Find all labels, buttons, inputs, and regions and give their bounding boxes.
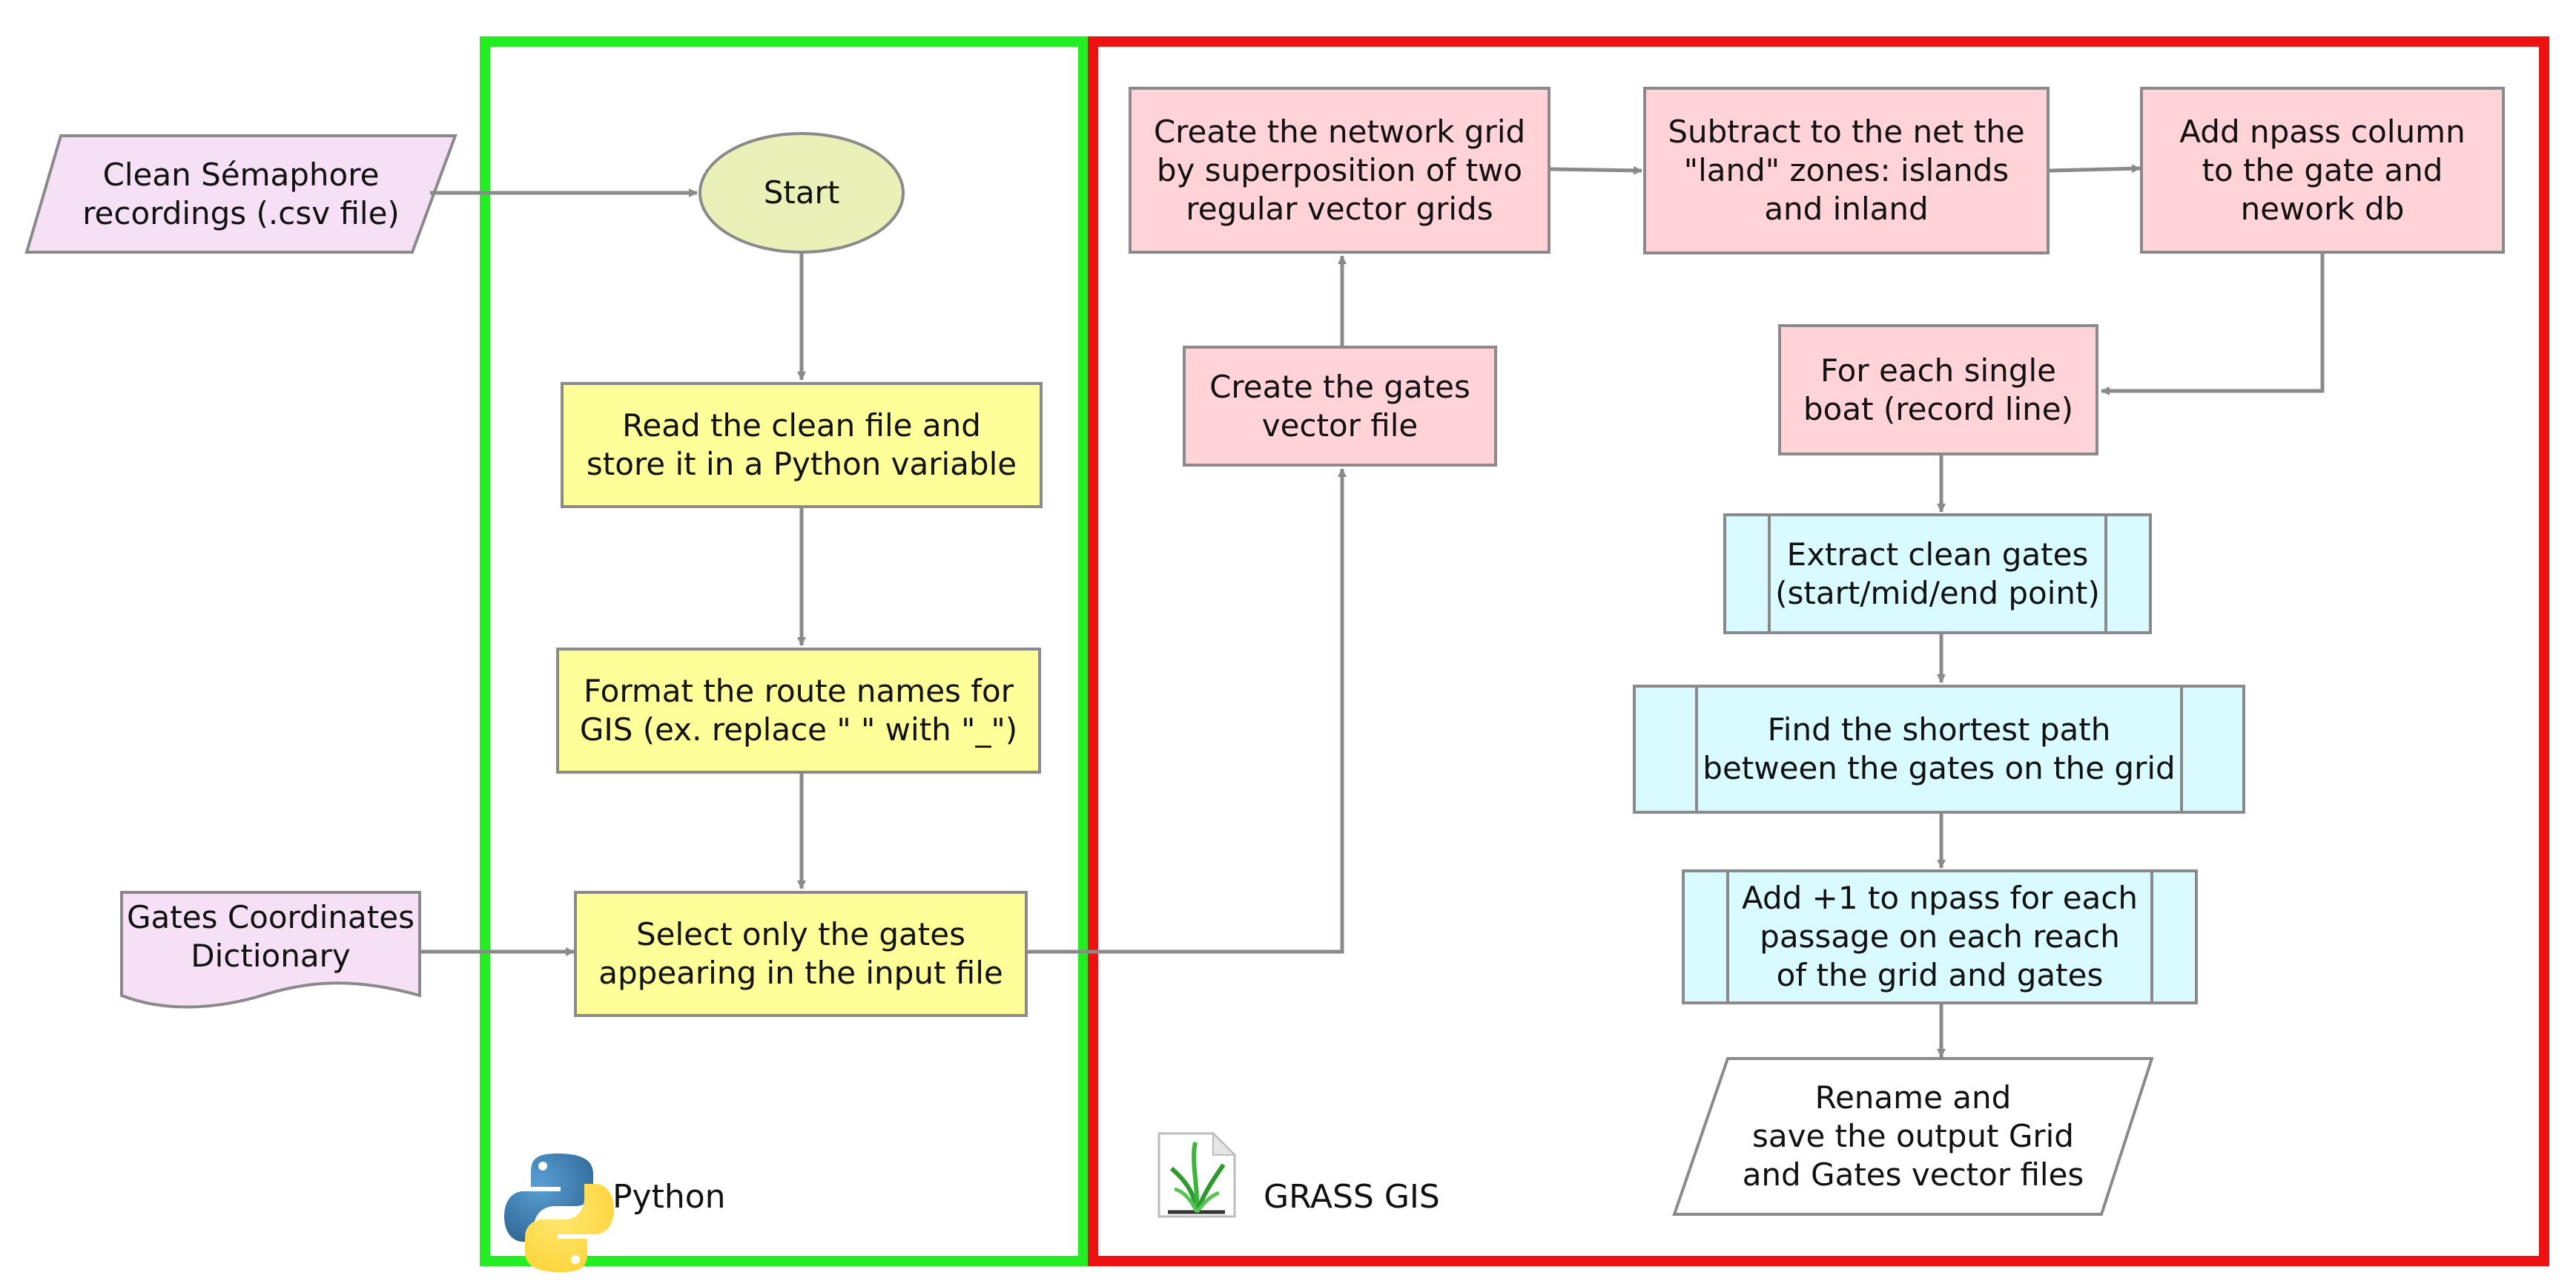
subtract-land-process: Subtract to the net the "land" zones: is… bbox=[1643, 87, 2050, 254]
python-logo-icon bbox=[504, 1153, 614, 1272]
python-container bbox=[480, 36, 1089, 1266]
shortest-path-subprocess: Find the shortest path between the gates… bbox=[1633, 685, 2245, 814]
add-npass-process: Add npass column to the gate and nework … bbox=[2140, 87, 2505, 254]
arrow-npass-to-boat bbox=[2101, 254, 2325, 395]
gates-dict-node: Gates Coordinates Dictionary bbox=[127, 899, 415, 974]
arrow-grid-to-subtract bbox=[1550, 165, 1642, 175]
input-csv-node: Clean Sémaphore recordings (.csv file) bbox=[82, 156, 400, 231]
start-node: Start bbox=[763, 174, 840, 211]
rename-save-shape bbox=[1672, 1057, 2154, 1216]
create-grid-process: Create the network grid by superposition… bbox=[1129, 87, 1550, 254]
python-container-label: Python bbox=[612, 1178, 726, 1216]
rename-save-node: Rename and save the output Grid and Gate… bbox=[1742, 1079, 2084, 1193]
arrow-select-to-create-gates bbox=[1028, 468, 1347, 954]
grass-container bbox=[1088, 36, 2549, 1266]
select-gates-process: Select only the gates appearing in the i… bbox=[574, 891, 1028, 1017]
start-shape bbox=[699, 132, 905, 254]
format-routes-process: Format the route names for GIS (ex. repl… bbox=[556, 648, 1041, 774]
for-each-boat-process: For each single boat (record line) bbox=[1778, 324, 2098, 455]
grass-container-label: GRASS GIS bbox=[1264, 1178, 1440, 1216]
gates-dict-shape bbox=[120, 891, 421, 1009]
grass-gis-logo-icon bbox=[1157, 1131, 1237, 1218]
add-one-npass-subprocess: Add +1 to npass for each passage on each… bbox=[1682, 869, 2198, 1004]
read-file-process: Read the clean file and store it in a Py… bbox=[561, 382, 1043, 508]
input-csv-shape bbox=[24, 134, 458, 254]
extract-gates-subprocess: Extract clean gates (start/mid/end point… bbox=[1723, 513, 2152, 634]
arrow-subtract-to-npass bbox=[2049, 164, 2141, 174]
create-gates-process: Create the gates vector file bbox=[1183, 346, 1497, 467]
